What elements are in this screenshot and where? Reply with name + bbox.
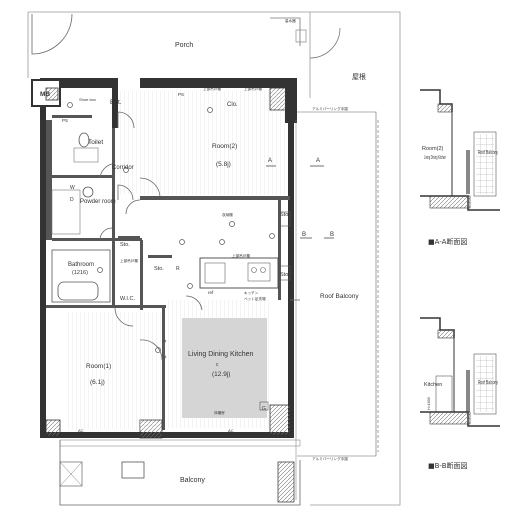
label-ldk: Living Dining Kitchen	[188, 351, 253, 358]
label-wic: W.I.C.	[120, 296, 135, 302]
bb-kitchen: Kitchen	[424, 382, 442, 388]
label-ac-2: AC	[78, 428, 84, 433]
label-sink-area: ペット足洗場	[244, 296, 266, 301]
roof-balcony-area	[297, 111, 379, 457]
floor-textures	[51, 90, 286, 430]
plan-labels: Porch 屋根 MB Ent. Shoe box PS PS Clo. 上部吊…	[40, 18, 366, 484]
label-room1-size: (6.1j)	[90, 379, 105, 386]
label-roof-balcony: Roof Balcony	[320, 293, 359, 300]
label-roof-kanji: 屋根	[352, 72, 366, 81]
porch-area	[27, 11, 401, 506]
label-powder: Powder room	[80, 199, 116, 205]
doors	[99, 111, 300, 361]
label-ent: Ent.	[110, 99, 122, 106]
label-porch: Porch	[175, 42, 193, 49]
section-a-right: A	[316, 158, 320, 164]
label-sto-3: Sto.	[154, 266, 164, 272]
label-shelf-4: 上部吊戸棚	[232, 253, 250, 258]
label-meter: 量水器	[285, 18, 296, 23]
label-clo: Clo.	[227, 102, 238, 108]
section-a-left: A	[268, 158, 272, 164]
label-window-mark: 床暖房	[214, 410, 225, 415]
label-shelf-1: 上部吊戸棚	[203, 86, 221, 91]
label-c-mark: c	[216, 362, 219, 368]
aa-caption: ■A-A断面図	[428, 237, 467, 246]
label-shoe-box: Shoe box	[79, 97, 96, 102]
label-shelf-3: 上部吊戸棚	[120, 258, 138, 263]
label-sto-2: Sto.	[280, 212, 290, 218]
label-d: D	[70, 197, 74, 203]
kitchen-fixtures	[199, 211, 291, 411]
label-corridor: Corridor	[112, 165, 134, 171]
label-ldk-size: (12.9j)	[212, 371, 230, 378]
label-mb: MB	[40, 91, 50, 98]
label-ps-left: PS	[62, 118, 68, 123]
aa-room2: Room(2)	[422, 146, 444, 152]
section-b-left: B	[302, 232, 306, 238]
bb-caption: ■B-B断面図	[428, 461, 468, 470]
label-sto-4: Sto.	[280, 272, 290, 278]
balcony-area	[59, 120, 301, 506]
label-balcony: Balcony	[180, 477, 205, 484]
section-markers	[266, 165, 334, 239]
aa-ldk: Living Dining Kitchen	[424, 155, 446, 161]
label-g-mark: G	[262, 406, 266, 412]
section-b-right: B	[330, 232, 334, 238]
bb-height-note: H=1600	[427, 397, 431, 410]
label-bathroom: Bathroom	[68, 262, 94, 268]
label-ref: ref	[208, 290, 214, 295]
label-room2: Room(2)	[212, 143, 237, 150]
light-fixtures	[67, 102, 275, 353]
label-toilet: Toilet	[88, 139, 103, 146]
bb-roof: Roof Balcony	[478, 380, 498, 386]
label-r: R	[176, 266, 180, 272]
label-ps-top: PS	[178, 92, 184, 97]
label-w: W	[70, 185, 75, 191]
label-rail-top: アルミバーリング手摺	[312, 106, 348, 111]
label-rail-bottom: アルミバーリング手摺	[312, 456, 348, 461]
label-ac-1: AC	[228, 428, 234, 433]
label-shelf-2: 上部吊戸棚	[244, 86, 262, 91]
section-aa-drawing: Room(2) Living Dining Kitchen Roof Balco…	[420, 89, 500, 246]
label-kitchen-counter: キッチン	[244, 290, 259, 295]
section-bb-drawing: Kitchen Roof Balcony H=1600 ■B-B断面図	[420, 317, 500, 470]
label-bathroom-size: (1216)	[72, 270, 88, 276]
label-sto-1: Sto.	[120, 242, 130, 248]
label-cabinet: 収納棚	[222, 212, 233, 217]
label-room1: Room(1)	[86, 363, 111, 370]
label-room2-size: (5.8j)	[216, 161, 231, 168]
aa-roof: Roof Balcony	[478, 150, 498, 156]
